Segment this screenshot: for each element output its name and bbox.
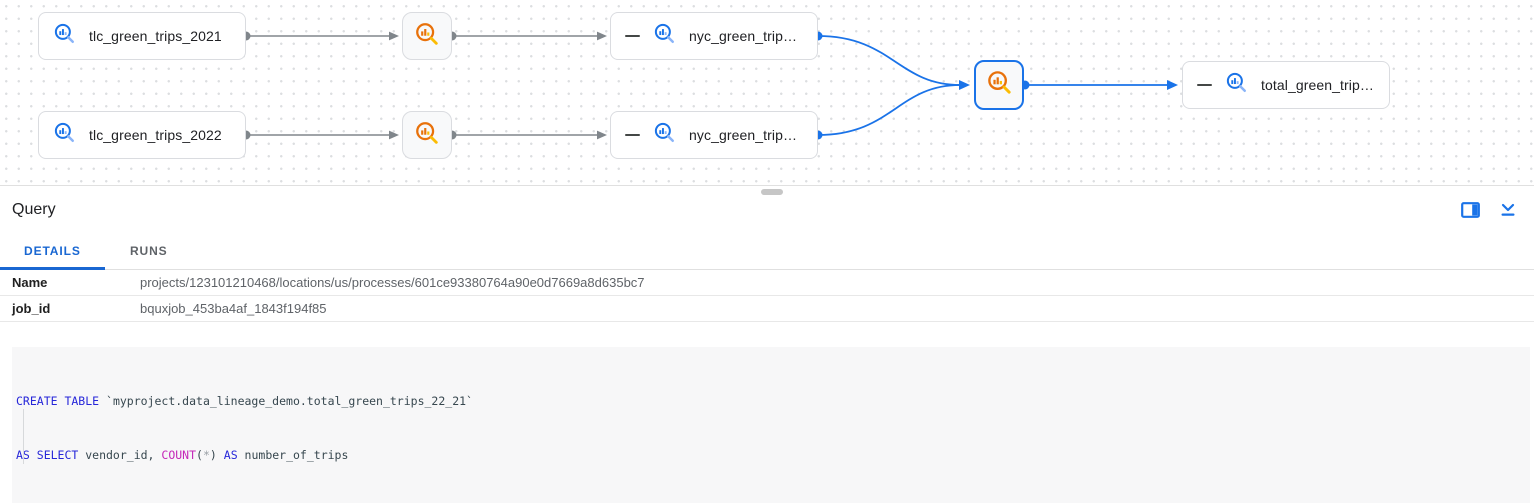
detail-row-name: Name projects/123101210468/locations/us/…: [0, 270, 1534, 296]
collapse-columns-icon[interactable]: [625, 133, 640, 137]
node-label: tlc_green_trips_2021: [89, 28, 222, 44]
panel-title: Query: [12, 200, 56, 218]
tab-runs[interactable]: RUNS: [129, 244, 168, 258]
panel-tabs: DETAILS RUNS: [0, 233, 1534, 270]
bigquery-process-icon: [986, 69, 1013, 101]
node-process-query-lower[interactable]: [402, 111, 452, 159]
collapse-panel-icon[interactable]: [1498, 200, 1518, 220]
node-tlc-green-trips-2021[interactable]: tlc_green_trips_2021: [38, 12, 246, 60]
detail-label: job_id: [12, 301, 51, 316]
bigquery-process-icon: [414, 21, 440, 52]
bigquery-table-icon: [653, 22, 676, 50]
panel-resize-handle[interactable]: [761, 189, 783, 195]
bigquery-table-icon: [653, 121, 676, 149]
sql-line: CREATE TABLE `myproject.data_lineage_dem…: [16, 394, 473, 408]
node-nyc-green-trips-2021[interactable]: nyc_green_trips…: [610, 12, 818, 60]
node-label: tlc_green_trips_2022: [89, 127, 222, 143]
bigquery-table-icon: [53, 22, 76, 50]
sql-line: AS SELECT vendor_id, COUNT(*) AS number_…: [16, 448, 349, 462]
node-label: nyc_green_trips…: [689, 28, 803, 44]
node-process-query-selected[interactable]: [974, 60, 1024, 110]
lineage-graph-canvas[interactable]: tlc_green_trips_2021 tlc_green_trips_202…: [0, 0, 1534, 186]
bigquery-table-icon: [1225, 71, 1248, 99]
detail-row-job-id: job_id bquxjob_453ba4af_1843f194f85: [0, 296, 1534, 322]
sql-code-block: CREATE TABLE `myproject.data_lineage_dem…: [12, 347, 1530, 503]
bigquery-process-icon: [414, 120, 440, 151]
detail-value: projects/123101210468/locations/us/proce…: [140, 275, 645, 290]
query-panel-header: Query: [0, 186, 1534, 233]
node-label: total_green_trip…: [1261, 77, 1374, 93]
bigquery-table-icon: [53, 121, 76, 149]
detail-value: bquxjob_453ba4af_1843f194f85: [140, 301, 327, 316]
tab-details[interactable]: DETAILS: [0, 233, 105, 270]
node-label: nyc_green_trips…: [689, 127, 803, 143]
indent-guide: [23, 409, 24, 464]
detail-label: Name: [12, 275, 48, 290]
collapse-columns-icon[interactable]: [625, 34, 640, 38]
node-total-green-trips[interactable]: total_green_trip…: [1182, 61, 1390, 109]
open-in-side-panel-icon[interactable]: [1460, 200, 1480, 220]
collapse-columns-icon[interactable]: [1197, 83, 1212, 87]
node-nyc-green-trips-2022[interactable]: nyc_green_trips…: [610, 111, 818, 159]
node-tlc-green-trips-2022[interactable]: tlc_green_trips_2022: [38, 111, 246, 159]
node-process-query-upper[interactable]: [402, 12, 452, 60]
